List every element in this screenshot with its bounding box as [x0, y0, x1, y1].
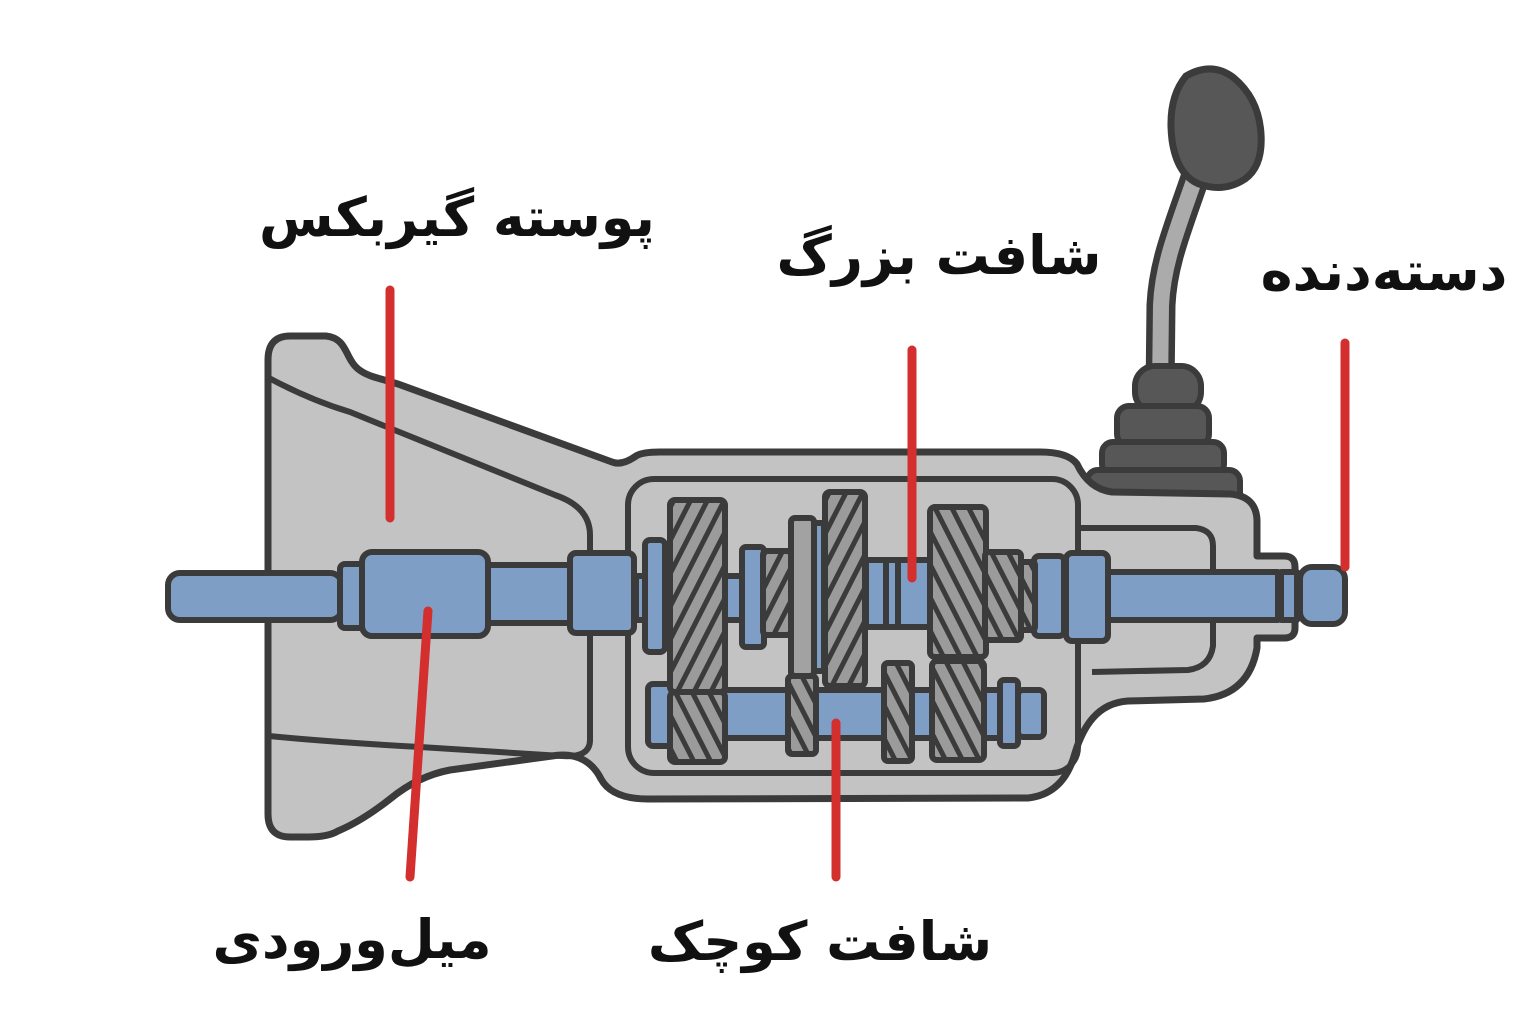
gear-3	[822, 489, 868, 689]
gear-4-bottom	[929, 658, 987, 763]
gear-4-top	[927, 504, 989, 660]
synchro-sleeve	[788, 515, 817, 679]
leader-lines	[385, 285, 1350, 882]
gear-shift-lever	[1084, 65, 1265, 509]
input-shaft	[165, 537, 668, 655]
lever-boot	[1084, 363, 1243, 509]
bell-housing-inner-line	[267, 375, 593, 760]
label-main-shaft: شافت بزرگ	[776, 224, 1102, 287]
gear-5-step	[1018, 559, 1038, 633]
lever-stick	[1152, 169, 1205, 393]
gear-5	[982, 549, 1024, 643]
main-shaft-center	[739, 544, 1111, 650]
gear-6	[785, 673, 819, 757]
leader-input-shaft	[405, 606, 433, 882]
gears	[667, 489, 1038, 765]
gear-7	[881, 660, 915, 764]
label-gear-lever: دسته‌دنده	[1260, 240, 1508, 303]
counter-shaft-ends	[645, 677, 1047, 749]
gear-1-top	[667, 497, 728, 695]
lever-knob	[1167, 65, 1265, 192]
label-gearbox-housing: پوسته گیربکس	[259, 186, 655, 249]
label-input-shaft: میل‌ورودی	[212, 908, 492, 971]
label-counter-shaft: شافت کوچک	[647, 910, 993, 973]
gear-2	[760, 548, 794, 638]
output-shaft	[1105, 564, 1348, 627]
gear-1-bottom	[667, 689, 728, 765]
